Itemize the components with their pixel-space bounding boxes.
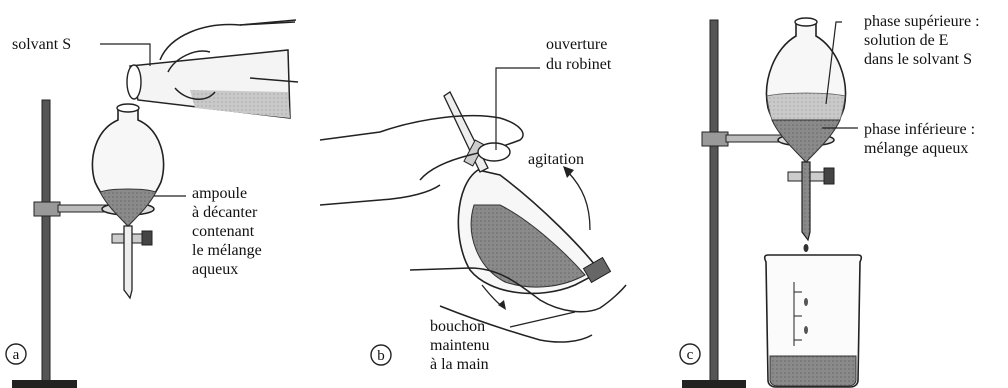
label-upper-phase: phase supérieure : solution de E dans le…: [864, 13, 984, 68]
label-lower-line-1: phase inférieure :: [864, 121, 975, 138]
panel-tag-a: a: [13, 347, 20, 363]
panel-tag-c: c: [687, 347, 694, 363]
stand-base-c: [682, 380, 746, 388]
label-funnel-line-5: aqueux: [192, 261, 238, 278]
leader-solvent: [100, 44, 150, 66]
stopcock-key-c: [824, 168, 834, 184]
label-funnel-line-2: à décanter: [192, 204, 258, 221]
funnel-neck-a: [117, 104, 139, 112]
falling-drop-4: [804, 326, 808, 334]
label-tap-line-1: ouverture: [546, 36, 607, 53]
clamp-c: [702, 132, 728, 146]
label-stopper: bouchon maintenu à la main: [430, 318, 494, 373]
solvent-in-beaker-a: [190, 90, 290, 118]
agitation-arrow: [568, 172, 590, 230]
label-lower-line-2: mélange aqueux: [864, 140, 968, 157]
panel-b: ouverture du robinet agitation bouchon m…: [320, 36, 626, 373]
stand-base-a: [12, 380, 77, 388]
funnel-neck-c: [795, 18, 817, 26]
label-upper-line-2: solution de E: [864, 32, 948, 49]
label-funnel-line-3: contenant: [192, 223, 255, 240]
panel-a: solvant S ampoule à décanter contenant l…: [6, 20, 298, 388]
label-upper-line-3: dans le solvant S: [864, 51, 972, 68]
collected-aqueous-phase: [770, 356, 856, 386]
label-stopper-line-1: bouchon: [430, 318, 485, 335]
drop-1: [804, 244, 809, 252]
label-solvent: solvant S: [12, 36, 71, 53]
clamp-arm-c: [726, 135, 786, 142]
thumb-b: [478, 143, 510, 161]
label-funnel-line-1: ampoule: [192, 185, 247, 202]
label-funnel: ampoule à décanter contenant le mélange …: [192, 185, 266, 278]
leader-tap: [496, 68, 540, 150]
stand-rod-c: [710, 20, 718, 382]
panel-c: phase supérieure : solution de E dans le…: [680, 13, 984, 388]
label-stopper-line-3: à la main: [430, 356, 489, 373]
motion-arrowhead-lower: [498, 300, 506, 310]
label-lower-phase: phase inférieure : mélange aqueux: [864, 121, 979, 157]
label-agitation: agitation: [528, 151, 584, 168]
label-upper-line-1: phase supérieure :: [864, 13, 980, 30]
panel-tag-b: b: [377, 348, 385, 364]
clamp-a: [34, 202, 60, 216]
leader-stopper: [510, 312, 575, 327]
funnel-stem-a: [124, 226, 132, 298]
beaker-spout-a: [127, 65, 141, 99]
label-tap: ouverture du robinet: [546, 36, 612, 73]
label-tap-line-2: du robinet: [546, 56, 612, 73]
stand-rod-a: [42, 100, 50, 382]
stopcock-key-a: [142, 231, 152, 245]
funnel-stem-c: [802, 162, 810, 240]
falling-drop-3: [804, 298, 808, 306]
upper-phase-c: [767, 93, 845, 120]
clamp-arm-a: [58, 205, 108, 212]
label-stopper-line-2: maintenu: [430, 337, 490, 354]
label-funnel-line-4: le mélange: [192, 242, 262, 259]
